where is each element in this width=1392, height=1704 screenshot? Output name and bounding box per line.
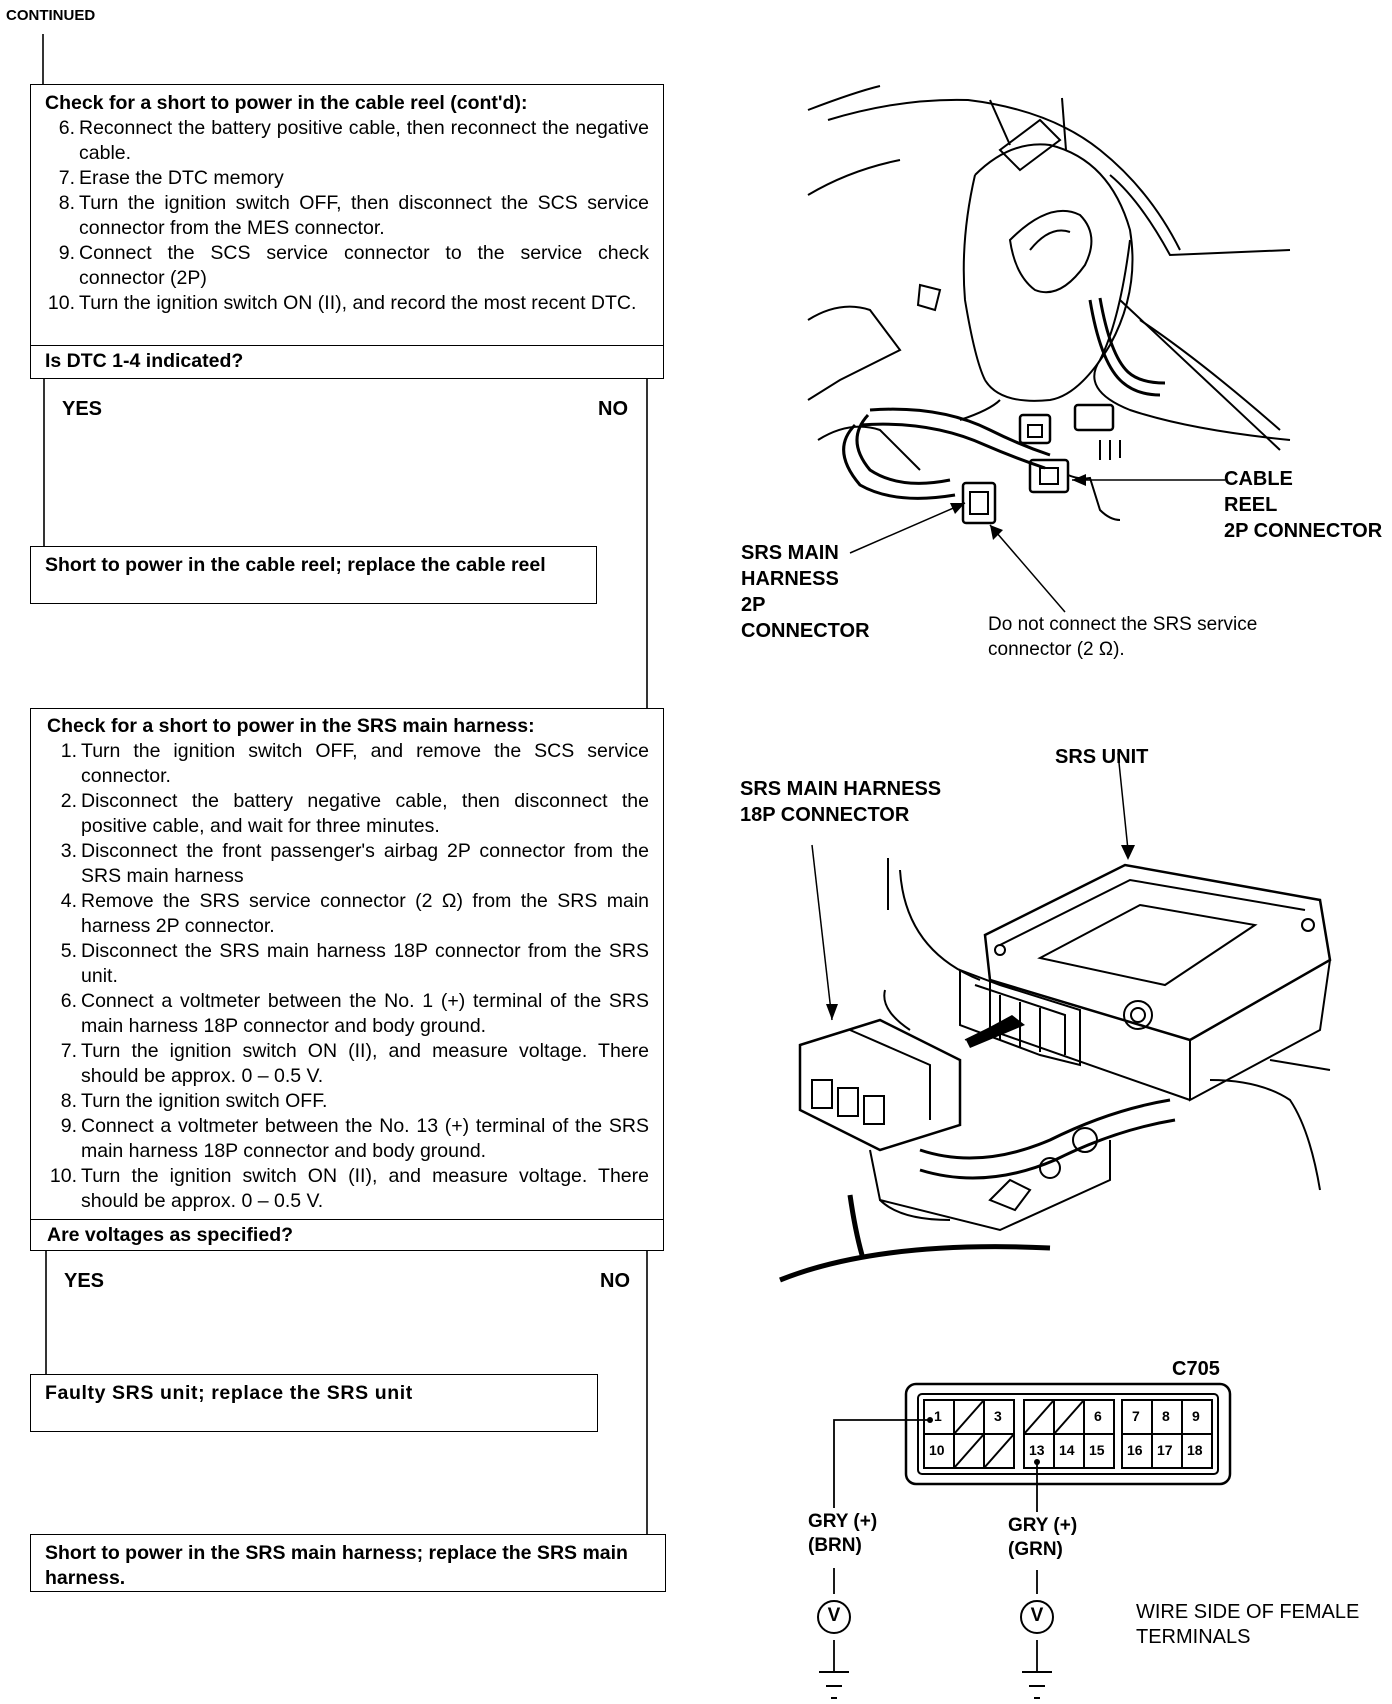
pin-label: 8	[1162, 1408, 1170, 1424]
pin-label: 6	[1094, 1408, 1102, 1424]
cable-reel-label-line: REEL	[1224, 494, 1278, 516]
srs-unit-label: SRS UNIT	[1055, 746, 1149, 768]
step1-list: 6.Reconnect the battery positive cable, …	[45, 116, 649, 316]
step1-item: 8.Turn the ignition switch OFF, then dis…	[58, 192, 649, 239]
wire-label-line: (GRN)	[1008, 1539, 1063, 1560]
step2-item: 5.Disconnect the SRS main harness 18P co…	[60, 940, 649, 987]
step2-no-result: Short to power in the SRS main harness; …	[30, 1534, 666, 1592]
srs-main-label-line: HARNESS	[741, 568, 839, 590]
note-line: connector (2 Ω).	[988, 639, 1125, 660]
step2-box: Check for a short to power in the SRS ma…	[30, 708, 664, 1220]
connector-id: C705	[1172, 1358, 1220, 1380]
voltmeter-icon: V	[827, 1605, 841, 1626]
step2-item: 1.Turn the ignition switch OFF, and remo…	[60, 740, 649, 787]
step2-question-box: Are voltages as specified?	[30, 1219, 664, 1251]
cable-reel-label: CABLE REEL 2P CONNECTOR	[1224, 466, 1382, 544]
step2-header: Check for a short to power in the SRS ma…	[47, 715, 535, 737]
service-connector-note: Do not connect the SRS service connector…	[988, 612, 1257, 662]
step2-item: 6.Connect a voltmeter between the No. 1 …	[60, 990, 649, 1037]
step1-item: 10.Turn the ignition switch ON (II), and…	[47, 292, 637, 314]
step1-yes-result: Short to power in the cable reel; replac…	[30, 546, 597, 604]
step2-item: 7.Turn the ignition switch ON (II), and …	[60, 1040, 649, 1087]
caption-line: WIRE SIDE OF FEMALE	[1136, 1601, 1360, 1623]
step1-no: NO	[598, 398, 628, 420]
step2-item: 9.Connect a voltmeter between the No. 13…	[60, 1115, 649, 1162]
step2-item: 8.Turn the ignition switch OFF.	[60, 1090, 328, 1112]
pin-label: 13	[1029, 1442, 1045, 1458]
step2-list: 1.Turn the ignition switch OFF, and remo…	[47, 739, 649, 1214]
pin-label: 10	[929, 1442, 945, 1458]
pin-label: 9	[1192, 1408, 1200, 1424]
cable-reel-label-line: CABLE	[1224, 468, 1293, 490]
step2-question: Are voltages as specified?	[47, 1224, 294, 1246]
voltmeter-icon: V	[1030, 1605, 1044, 1626]
pin-label: 15	[1089, 1442, 1105, 1458]
wire-label-line: GRY (+)	[1008, 1515, 1078, 1536]
wire-label-line: GRY (+)	[808, 1511, 878, 1532]
step2-item: 3.Disconnect the front passenger's airba…	[60, 840, 649, 887]
srs-main-label-line: SRS MAIN	[741, 542, 839, 564]
step2-item: 2.Disconnect the battery negative cable,…	[60, 790, 649, 837]
pin-label: 1	[934, 1408, 942, 1424]
cable-reel-label-line: 2P CONNECTOR	[1224, 520, 1383, 542]
harness-label-line: SRS MAIN HARNESS	[740, 778, 942, 800]
step1-question-box: Is DTC 1-4 indicated?	[30, 345, 664, 379]
continued-label: CONTINUED	[6, 7, 96, 24]
wire-label-grn: GRY (+) (GRN)	[1008, 1514, 1077, 1562]
srs-main-harness-2p-label: SRS MAIN HARNESS 2P CONNECTOR	[741, 540, 870, 644]
srs-main-label-line: CONNECTOR	[741, 620, 870, 642]
srs-main-harness-18p-label: SRS MAIN HARNESS 18P CONNECTOR	[740, 776, 941, 828]
pin-label: 3	[994, 1408, 1002, 1424]
step1-box: Check for a short to power in the cable …	[30, 84, 664, 346]
step2-yes: YES	[64, 1270, 105, 1292]
wire-label-brn: GRY (+) (BRN)	[808, 1510, 877, 1558]
srs-main-label-line: 2P	[741, 594, 766, 616]
step2-no: NO	[600, 1270, 630, 1292]
pin-label: 17	[1157, 1442, 1173, 1458]
pin-label: 14	[1059, 1442, 1075, 1458]
step1-yes: YES	[62, 398, 103, 420]
step2-item: 10.Turn the ignition switch ON (II), and…	[49, 1165, 649, 1212]
step1-question: Is DTC 1-4 indicated?	[45, 350, 244, 372]
connector-caption: WIRE SIDE OF FEMALE TERMINALS	[1136, 1600, 1359, 1650]
step1-item: 7.Erase the DTC memory	[58, 167, 284, 189]
harness-label-line: 18P CONNECTOR	[740, 804, 910, 826]
step2-item: 4.Remove the SRS service connector (2 Ω)…	[60, 890, 649, 937]
pin-label: 16	[1127, 1442, 1143, 1458]
wire-label-line: (BRN)	[808, 1535, 862, 1556]
caption-line: TERMINALS	[1136, 1626, 1251, 1648]
step1-header: Check for a short to power in the cable …	[45, 92, 528, 114]
step2-yes-result: Faulty SRS unit; replace the SRS unit	[30, 1374, 598, 1432]
step1-item: 6.Reconnect the battery positive cable, …	[58, 117, 649, 164]
pin-label: 7	[1132, 1408, 1140, 1424]
note-line: Do not connect the SRS service	[988, 614, 1258, 635]
pin-label: 18	[1187, 1442, 1203, 1458]
step1-item: 9.Connect the SCS service connector to t…	[58, 242, 649, 289]
